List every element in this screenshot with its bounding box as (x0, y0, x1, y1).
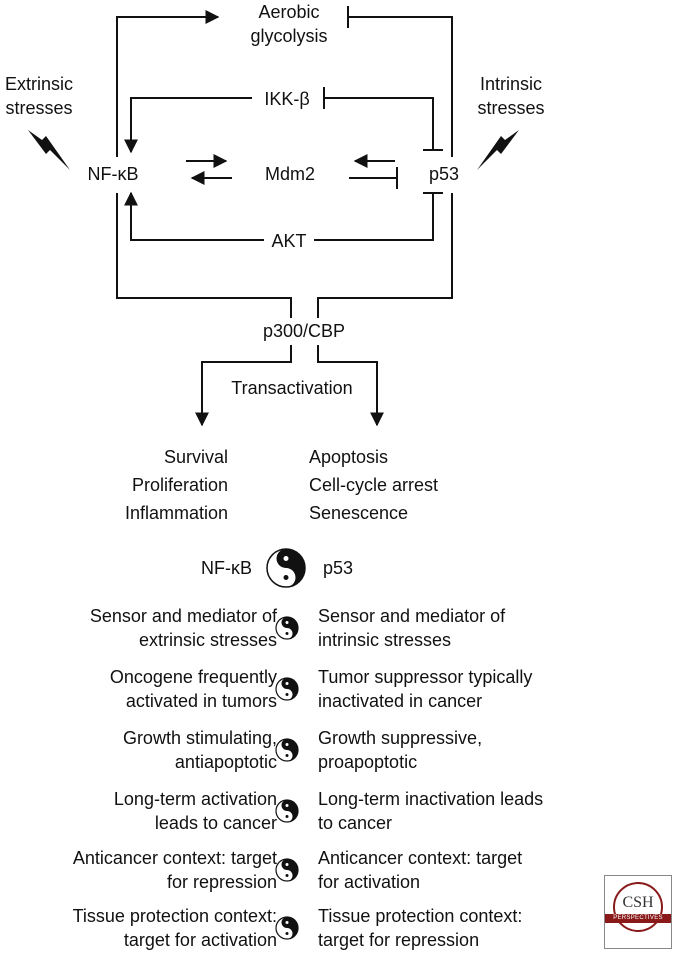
label-transactivation: Transactivation (231, 378, 353, 398)
yin-yang-icon (275, 738, 299, 762)
lightning-left-icon (28, 130, 70, 170)
header-nfkb: NF-κB (201, 558, 252, 578)
outcomes-p53: Apoptosis Cell-cycle arrest Senescence (309, 447, 439, 523)
edge-p300-to-apoptosis (317, 345, 384, 427)
row-left-text: Long-term activation leads to cancer (113, 789, 277, 833)
edge-nfkb-to-p300 (116, 193, 292, 318)
yin-yang-icon (275, 677, 299, 701)
logo-perspectives-text: PERSPECTIVES (605, 914, 671, 923)
lightning-right-icon (477, 130, 519, 170)
row-left-text: Anticancer context: target for repressio… (72, 848, 277, 892)
comparison-row: Growth stimulating, antiapoptotic Growth… (0, 726, 679, 776)
yin-yang-icon (275, 858, 299, 882)
edge-akt-to-nfkb (124, 191, 264, 241)
yin-yang-icon (275, 916, 299, 940)
row-left-text: Oncogene frequently activated in tumors (109, 667, 277, 711)
yin-yang-large-icon (266, 548, 306, 588)
header-p53: p53 (323, 558, 354, 578)
node-ikk-beta: IKK-β (264, 89, 310, 109)
node-nfkb: NF-κB (87, 164, 139, 184)
edge-nfkb-to-glycolysis (116, 10, 220, 157)
edge-p53-inhibits-akt (314, 193, 434, 241)
logo-csh-text: CSH (622, 894, 654, 911)
yin-yang-icon (275, 799, 299, 823)
row-right-text: Tissue protection context: target for re… (318, 906, 523, 950)
row-left-text: Growth stimulating, antiapoptotic (122, 728, 277, 772)
comparison-row: Sensor and mediator of extrinsic stresse… (0, 604, 679, 654)
edge-ikk-to-nfkb (124, 97, 252, 154)
node-p300-cbp: p300/CBP (262, 321, 346, 341)
row-left-text: Sensor and mediator of extrinsic stresse… (89, 606, 277, 650)
comparison-row: Long-term activation leads to cancer Lon… (0, 787, 679, 837)
csh-perspectives-logo: CSH PERSPECTIVES (604, 875, 672, 949)
logo-ring (613, 882, 663, 932)
edge-p53-to-p300 (317, 193, 453, 318)
edge-p53-inhibits-ikk (324, 97, 434, 150)
node-p53: p53 (428, 164, 460, 184)
label-intrinsic-stresses: Intrinsic stresses (477, 74, 545, 118)
node-akt: AKT (271, 231, 307, 251)
node-mdm2: Mdm2 (264, 164, 316, 184)
label-extrinsic-stresses: Extrinsic stresses (4, 74, 74, 118)
row-right-text: Sensor and mediator of intrinsic stresse… (318, 606, 506, 650)
comparison-row: Tissue protection context: target for ac… (0, 904, 679, 954)
comparison-row: Anticancer context: target for repressio… (0, 846, 679, 896)
outcomes-nfkb: Survival Proliferation Inflammation (124, 447, 228, 523)
row-right-text: Tumor suppressor typically inactivated i… (318, 667, 533, 711)
row-right-text: Growth suppressive, proapoptotic (318, 728, 483, 772)
row-right-text: Anticancer context: target for activatio… (318, 848, 523, 892)
edge-p300-to-survival (195, 345, 292, 427)
node-aerobic-glycolysis: Aerobic glycolysis (250, 2, 328, 46)
row-right-text: Long-term inactivation leads to cancer (318, 789, 544, 833)
comparison-row: Oncogene frequently activated in tumors … (0, 665, 679, 715)
edge-p53-inhibits-glycolysis (348, 16, 453, 157)
row-left-text: Tissue protection context: target for ac… (72, 906, 277, 950)
yin-yang-icon (275, 616, 299, 640)
